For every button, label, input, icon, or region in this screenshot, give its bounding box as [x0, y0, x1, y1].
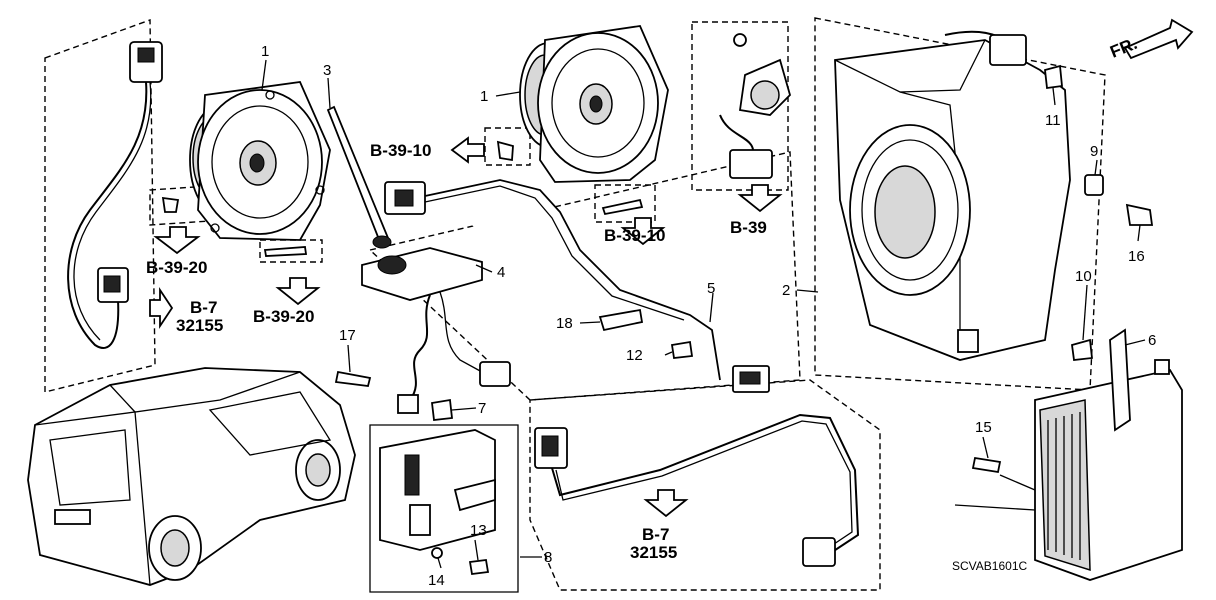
- ref-b39: B-39: [730, 218, 767, 237]
- subwoofer-box: [834, 30, 1071, 361]
- reference-arrows: [149, 18, 1194, 518]
- left-harness: [67, 41, 163, 349]
- ref-32155-b: 32155: [630, 543, 677, 562]
- ref-b39-20-a: B-39-20: [146, 258, 207, 277]
- ref-b39-10-right: B-39-10: [604, 226, 665, 245]
- speaker-center: [519, 25, 669, 183]
- diagram-code: SCVAB1601C: [952, 559, 1027, 573]
- callout-8: 8: [544, 549, 552, 566]
- antenna-rod: [326, 105, 392, 249]
- callout-1-left: 1: [261, 43, 269, 60]
- callout-18: 18: [556, 315, 573, 332]
- callout-12: 12: [626, 347, 643, 364]
- callout-10: 10: [1075, 268, 1092, 285]
- fasteners: [161, 64, 1154, 576]
- callout-1-center: 1: [480, 88, 488, 105]
- leader-lines: [261, 59, 1146, 569]
- ref-b39-10-left: B-39-10: [370, 141, 431, 160]
- lower-cable: [534, 413, 860, 567]
- callout-17: 17: [339, 327, 356, 344]
- speaker-left: [189, 81, 331, 241]
- callout-13: 13: [470, 522, 487, 539]
- callout-5: 5: [707, 280, 715, 297]
- vehicle-illustration: [27, 367, 356, 586]
- ref-b7-a: B-7: [190, 298, 217, 317]
- ref-b39-20-b: B-39-20: [253, 307, 314, 326]
- callout-11: 11: [1045, 112, 1061, 129]
- antenna-base: [361, 247, 511, 414]
- ref-32155-a: 32155: [176, 316, 223, 335]
- tweeter-assembly: [719, 33, 792, 179]
- callout-9: 9: [1090, 143, 1098, 160]
- callout-3: 3: [323, 62, 331, 79]
- ref-b7-b: B-7: [642, 525, 669, 544]
- callout-16: 16: [1128, 248, 1145, 265]
- amplifier: [1034, 328, 1183, 581]
- callout-6: 6: [1148, 332, 1156, 349]
- cable-harness: [384, 179, 770, 393]
- control-unit: [369, 424, 519, 593]
- callout-2: 2: [782, 282, 790, 299]
- reference-labels: B-39-10 B-39-10 B-39-20 B-39-20 B-39 B-7…: [146, 141, 767, 562]
- callout-4: 4: [497, 264, 505, 281]
- callout-7: 7: [478, 400, 486, 417]
- callout-numbers: 1 3 1 4 5 2 6 7 8 9 10 11 12 13 14 15 16…: [261, 43, 1156, 589]
- direction-label: FR.: [1107, 34, 1140, 62]
- callout-14: 14: [428, 572, 445, 589]
- callout-15: 15: [975, 419, 992, 436]
